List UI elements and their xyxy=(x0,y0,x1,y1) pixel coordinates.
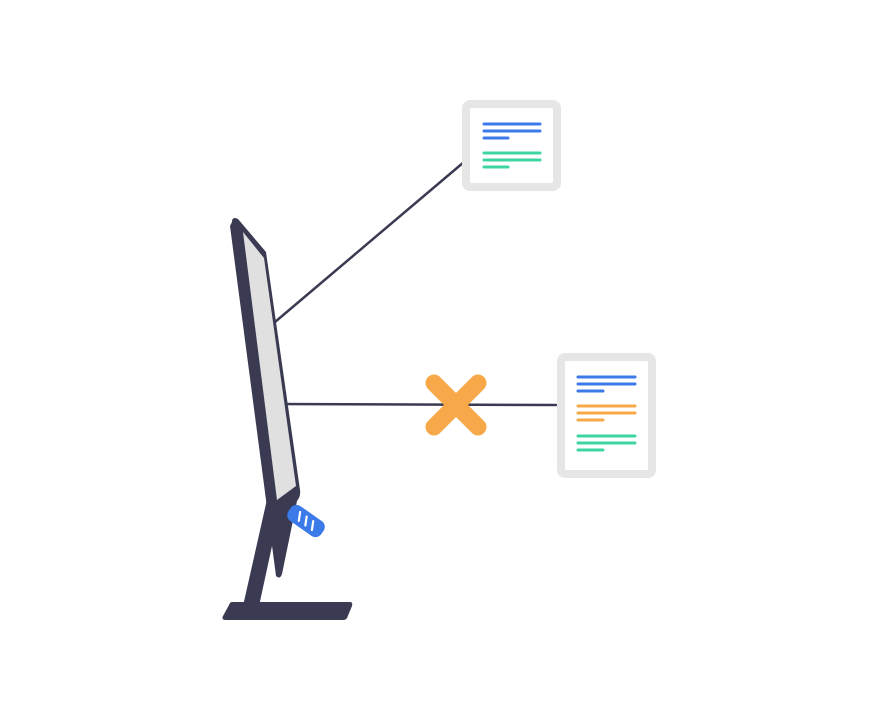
connector-line-middle xyxy=(271,402,558,407)
usb-stick-stripe xyxy=(310,520,315,532)
cross-mark-stroke xyxy=(425,374,487,436)
connector-line-top xyxy=(260,160,466,335)
monitor-stand-base xyxy=(222,602,353,620)
monitor-screen xyxy=(243,232,296,500)
usb-stick-icon xyxy=(287,504,325,538)
monitor-icon xyxy=(222,218,353,620)
document-card-face xyxy=(470,108,553,183)
document-card-top xyxy=(462,100,561,191)
document-card-bottom xyxy=(557,353,656,478)
usb-stick-stripe xyxy=(297,510,302,522)
cross-mark-icon xyxy=(425,374,487,436)
usb-stick-stripe xyxy=(304,515,308,527)
